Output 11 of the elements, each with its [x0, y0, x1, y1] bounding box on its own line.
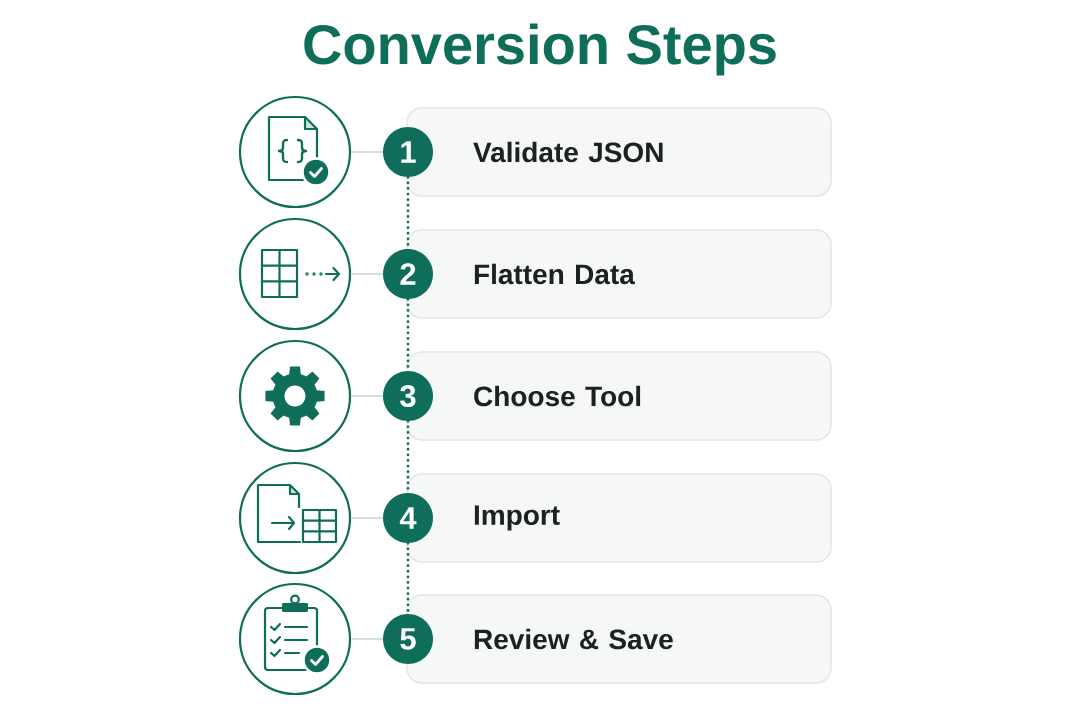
connector-line: [350, 517, 384, 519]
step-number: 2: [383, 249, 433, 299]
connector-line: [350, 395, 384, 397]
step-number: 4: [383, 493, 433, 543]
connector-line: [350, 273, 384, 275]
step-number: 5: [383, 614, 433, 664]
step-number: 3: [383, 371, 433, 421]
step-number: 1: [383, 127, 433, 177]
connector-line: [350, 638, 384, 640]
title: Conversion Steps: [304, 23, 776, 76]
connector-line: [350, 151, 384, 153]
